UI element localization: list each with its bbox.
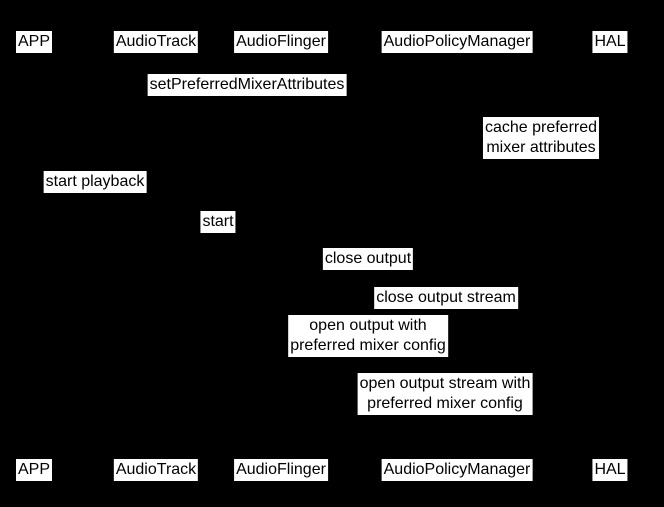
message-label-close-output-stream: close output stream — [374, 287, 518, 309]
message-label-open-output-with-preferred-mixer-config: open output with preferred mixer config — [288, 315, 448, 357]
participant-label-audiopolicymanager-bottom: AudioPolicyManager — [381, 459, 533, 481]
message-label-cache-preferred-mixer-attributes: cache preferred mixer attributes — [482, 117, 600, 159]
participant-label-audioflinger-bottom: AudioFlinger — [234, 459, 328, 481]
message-label-start: start — [200, 211, 236, 233]
participant-label-app-top: APP — [15, 31, 53, 53]
participant-label-audiotrack-bottom: AudioTrack — [113, 459, 199, 481]
participant-label-hal-bottom: HAL — [592, 459, 628, 481]
message-label-setpreferredmixerattributes: setPreferredMixerAttributes — [147, 74, 347, 96]
participant-label-app-bottom: APP — [15, 459, 53, 481]
participant-label-audioflinger-top: AudioFlinger — [234, 31, 328, 53]
message-label-close-output: close output — [322, 248, 414, 270]
message-label-start-playback: start playback — [43, 171, 147, 193]
participant-label-hal-top: HAL — [592, 31, 628, 53]
participant-label-audiopolicymanager-top: AudioPolicyManager — [381, 31, 533, 53]
message-label-open-output-stream-with-preferred-mixer-config: open output stream with preferred mixer … — [357, 373, 533, 415]
participant-label-audiotrack-top: AudioTrack — [113, 31, 199, 53]
